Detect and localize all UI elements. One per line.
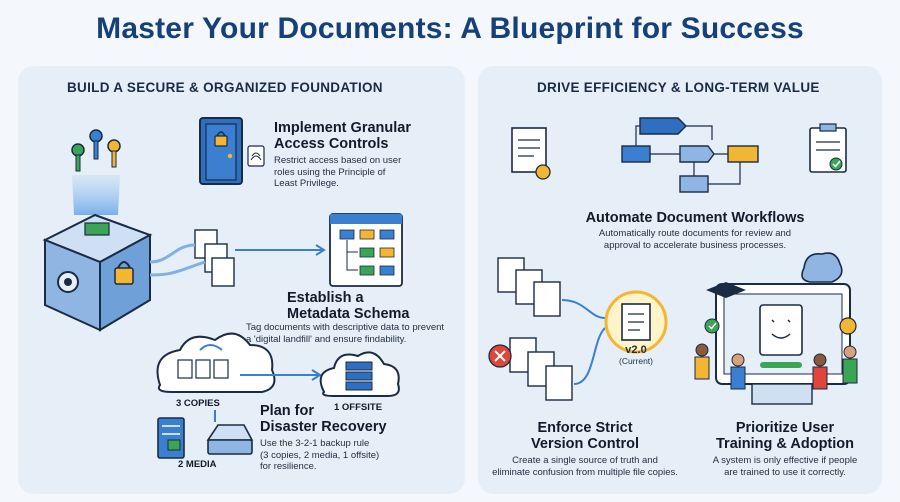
recovery-block: Plan for Disaster Recovery Use the 3-2-1…: [260, 403, 430, 473]
metadata-schema-icon: [329, 213, 403, 287]
approval-clipboard-icon: [809, 123, 847, 173]
offsite-cloud-icon: [319, 351, 400, 397]
training-title-1: Prioritize User: [735, 420, 835, 436]
access-desc-2: roles using the Principle of: [274, 166, 386, 178]
door-icon: [199, 117, 265, 185]
version-badge: v2.0 (Current): [606, 344, 666, 366]
safe-icon: [42, 213, 153, 332]
training-block: Prioritize User Training & Adoption A sy…: [690, 420, 880, 478]
metadata-desc-2: a 'digital landfill' and ensure findabil…: [246, 333, 407, 345]
recovery-desc-3: for resilience.: [260, 461, 317, 472]
recovery-desc-1: Use the 3-2-1 backup rule: [260, 438, 370, 449]
hard-drive-icon: [206, 424, 254, 455]
current-version-icon: [604, 290, 668, 354]
label-2-media: 2 MEDIA: [178, 459, 217, 470]
access-controls-block: Implement Granular Access Controls Restr…: [274, 120, 454, 190]
light-beam: [72, 175, 120, 215]
foundation-heading: BUILD A SECURE & ORGANIZED FOUNDATION: [67, 80, 383, 95]
training-scene-icon: [694, 252, 858, 405]
cloud-backup-icon: [156, 332, 276, 393]
metadata-desc-block: Tag documents with descriptive data to p…: [246, 322, 461, 345]
label-3-copies: 3 COPIES: [176, 398, 220, 409]
recovery-desc-2: (3 copies, 2 media, 1 offsite): [260, 449, 380, 461]
old-versions-icon: [497, 257, 573, 401]
version-block: Enforce Strict Version Control Create a …: [485, 420, 685, 478]
version-title-2: Version Control: [531, 436, 639, 452]
error-icon: [488, 344, 512, 368]
version-desc-2: eliminate confusion from multiple file c…: [492, 466, 678, 478]
version-badge-label: v2.0: [625, 344, 647, 356]
access-desc-1: Restrict access based on user: [274, 155, 402, 166]
workflow-desc-2: approval to accelerate business processe…: [603, 239, 787, 251]
training-desc-2: are trained to use it correctly.: [724, 466, 846, 478]
metadata-title-2: Metadata Schema: [287, 306, 410, 322]
efficiency-heading: DRIVE EFFICIENCY & LONG-TERM VALUE: [537, 80, 820, 95]
version-desc-1: Create a single source of truth and: [512, 455, 658, 466]
workflow-block: Automate Document Workflows Automaticall…: [545, 210, 845, 251]
document-gear-icon: [511, 127, 551, 180]
version-badge-sub: (Current): [618, 356, 653, 366]
workflow-diagram-icon: [621, 117, 759, 193]
metadata-title-1: Establish a: [287, 290, 364, 306]
page-title: Master Your Documents: A Blueprint for S…: [96, 12, 804, 45]
workflow-desc-1: Automatically route documents for review…: [598, 228, 792, 239]
recovery-title-1: Plan for: [260, 403, 314, 419]
version-title-1: Enforce Strict: [537, 420, 633, 436]
label-1-offsite: 1 OFFSITE: [334, 402, 383, 413]
access-title-2: Access Controls: [274, 136, 389, 152]
recovery-title-2: Disaster Recovery: [260, 419, 387, 435]
server-icon: [157, 417, 185, 459]
metadata-title-block: Establish a Metadata Schema: [287, 290, 457, 322]
keys-icon: [71, 129, 121, 172]
access-desc-3: Least Privilege.: [274, 178, 339, 189]
training-desc-1: A system is only effective if people: [712, 455, 858, 466]
document-stack-icon: [194, 229, 235, 287]
metadata-desc-1: Tag documents with descriptive data to p…: [246, 322, 445, 333]
workflow-title: Automate Document Workflows: [585, 210, 805, 226]
access-title-1: Implement Granular: [274, 120, 411, 136]
training-title-2: Training & Adoption: [716, 436, 854, 452]
